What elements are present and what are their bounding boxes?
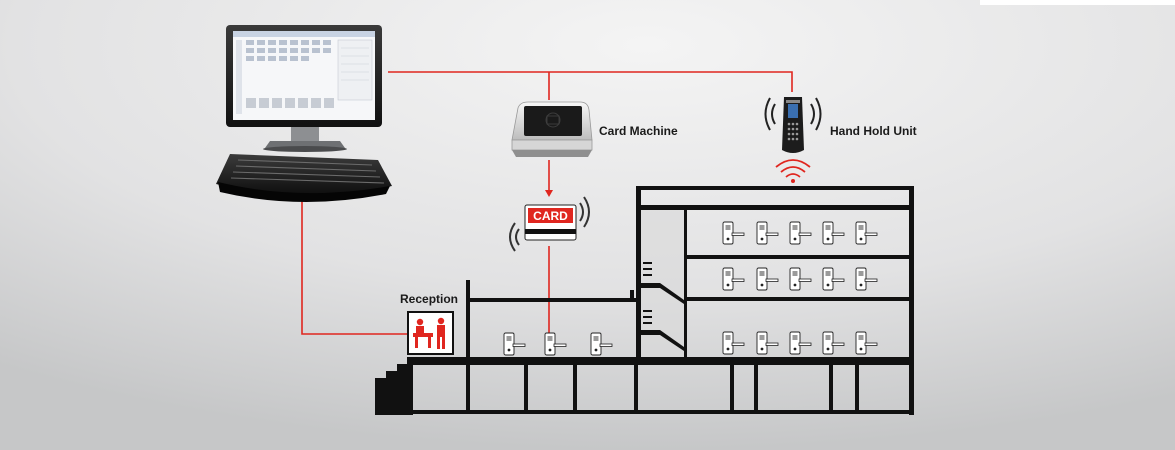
reception-label: Reception xyxy=(400,292,458,306)
wireless-signal-icon xyxy=(509,196,590,252)
reception-desk-icon xyxy=(407,311,454,355)
hotel-building xyxy=(375,186,914,415)
hand-hold-unit-label: Hand Hold Unit xyxy=(830,124,917,138)
card-label: CARD xyxy=(533,209,568,223)
keyboard-icon xyxy=(216,154,392,203)
key-card-icon: CARD xyxy=(524,204,577,241)
wireless-signal-icon xyxy=(775,159,811,183)
desktop-monitor-icon xyxy=(226,25,382,152)
wireless-signal-icon xyxy=(764,97,822,131)
handheld-device-icon xyxy=(782,97,804,153)
card-encoder-icon xyxy=(511,101,593,157)
corner-strip xyxy=(980,0,1175,5)
card-machine-label: Card Machine xyxy=(599,124,678,138)
